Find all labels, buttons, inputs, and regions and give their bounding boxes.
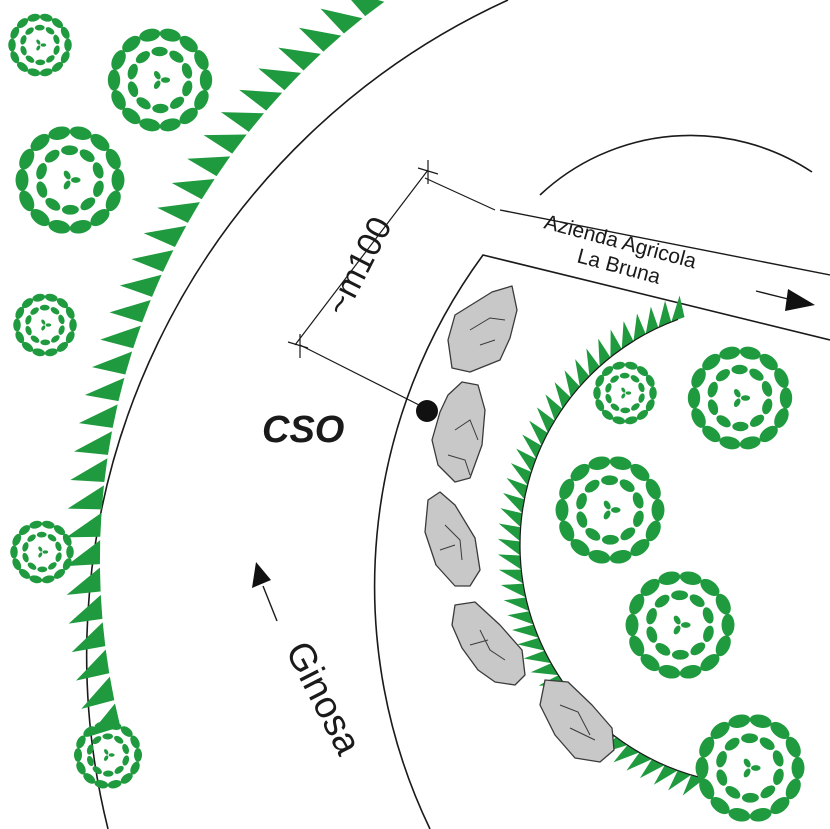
tick-icon: [417, 160, 439, 184]
hedge-triangle: [84, 377, 125, 402]
hedge-triangle: [239, 89, 283, 111]
tree-icon: [625, 571, 735, 679]
tree-icon: [13, 293, 77, 357]
hedge-triangle: [503, 492, 525, 514]
rock-icon: [424, 491, 481, 587]
hedge-triangle: [536, 407, 555, 433]
hedge-triangle: [157, 202, 200, 223]
hedge-triangle: [668, 770, 691, 791]
hedge-triangle: [70, 458, 108, 483]
distance-label: ~m100: [318, 211, 399, 322]
hedge-triangle: [498, 569, 524, 584]
tree-icon: [15, 126, 125, 234]
hedge-triangle: [143, 225, 187, 248]
hedge-triangle: [78, 404, 118, 428]
hedge-triangle: [497, 538, 521, 556]
hedge-triangle: [658, 300, 672, 328]
hedge-triangle: [500, 508, 523, 528]
hedge-triangle: [119, 274, 162, 297]
hedge-triangle: [522, 434, 542, 459]
hedge-triangle: [639, 759, 665, 779]
hedge-triangle: [203, 134, 247, 154]
hedge-triangle: [511, 624, 539, 638]
hedge-triangle: [510, 463, 532, 486]
rock-group: [424, 285, 615, 763]
hedge-triangle: [66, 512, 102, 538]
distance-dimension: [287, 160, 496, 409]
hedge-triangle: [564, 370, 580, 398]
tree-icon: [555, 456, 665, 564]
hedge-triangle: [500, 583, 526, 598]
tree-icon: [687, 346, 793, 450]
rock-icon: [431, 381, 486, 483]
farm-road-upper-edge: [539, 134, 813, 196]
hedge-triangle: [298, 27, 342, 52]
tree-group: [8, 13, 805, 822]
hedge-triangle: [351, 0, 385, 17]
hedge-triangle: [575, 359, 590, 387]
tree-icon: [107, 28, 213, 132]
hedge-triangle: [220, 112, 265, 132]
hedge-triangle: [645, 306, 659, 334]
arrow-icon: [755, 289, 815, 311]
hedge-triangle: [67, 485, 104, 510]
hedge-triangle: [258, 68, 302, 91]
hedge-triangle: [497, 554, 522, 570]
hedge-triangle: [530, 663, 559, 676]
hedge-triangle: [503, 597, 530, 612]
hedge-triangle: [65, 540, 101, 567]
hedge-triangle: [613, 745, 640, 763]
hedge-triangle: [131, 250, 174, 272]
tree-icon: [695, 714, 805, 822]
hedge-triangle: [498, 523, 521, 542]
hedge-triangle: [75, 649, 110, 681]
hedge-triangle: [278, 47, 321, 71]
hedge-row-left: [65, 0, 385, 737]
outer-road-edge: [85, 0, 509, 829]
hedge-triangle: [529, 420, 548, 446]
hedge-triangle: [187, 156, 231, 177]
hedge-triangle: [633, 313, 646, 341]
tree-icon: [73, 721, 143, 789]
road-label-ginosa: Ginosa: [277, 635, 369, 762]
hedge-triangle: [71, 622, 106, 653]
rock-icon: [451, 601, 526, 686]
hedge-triangle: [66, 567, 101, 595]
rock-icon: [447, 285, 518, 373]
hedge-triangle: [68, 594, 103, 624]
hedge-triangle: [517, 637, 545, 651]
hedge-triangle: [507, 611, 534, 625]
hedge-triangle: [682, 775, 705, 796]
hedge-triangle: [92, 351, 133, 375]
inner-road-edge: [373, 254, 830, 829]
station-dot-icon: [416, 400, 438, 422]
hedge-triangle: [671, 295, 685, 322]
rock-icon: [539, 679, 615, 763]
hedge-triangle: [74, 431, 113, 455]
hedge-triangle: [171, 178, 215, 200]
arrow-icon: [252, 562, 278, 622]
hedge-triangle: [523, 650, 551, 664]
hedge-triangle: [109, 299, 151, 323]
tree-icon: [8, 13, 72, 77]
hedge-triangle: [626, 752, 652, 771]
hedge-triangle: [100, 325, 141, 349]
tree-icon: [593, 361, 657, 425]
hedge-triangle: [320, 8, 363, 34]
tick-icon: [287, 334, 309, 358]
tree-icon: [10, 520, 74, 584]
hedge-triangle: [653, 765, 678, 785]
hedge-triangle: [621, 321, 634, 349]
hedge-triangle: [545, 394, 563, 421]
hedge-triangle: [81, 676, 115, 709]
hedge-triangle: [506, 477, 528, 500]
farm-road-lower-edge: [499, 209, 830, 276]
hedge-triangle: [516, 448, 536, 472]
station-label: CSO: [262, 409, 344, 451]
